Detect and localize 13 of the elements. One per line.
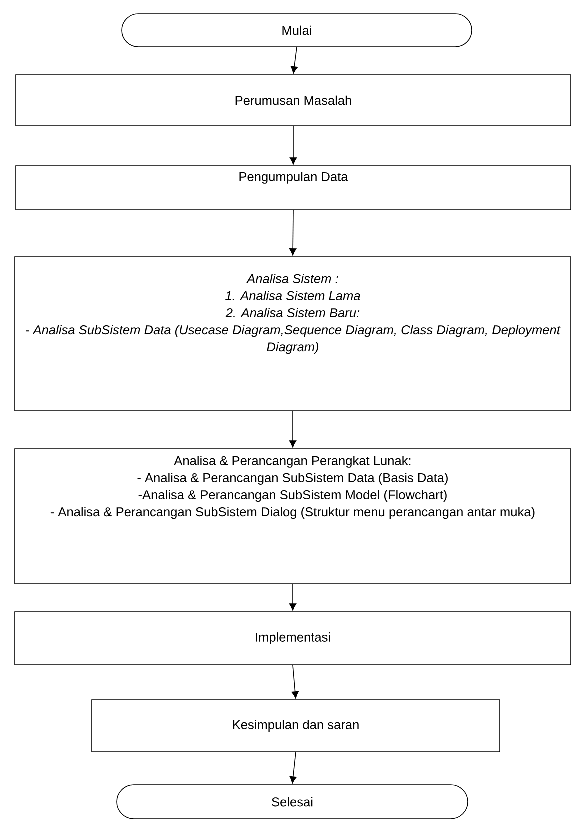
process-box: Kesimpulan dan saran — [92, 700, 500, 752]
arrow — [292, 665, 299, 699]
arrow — [289, 584, 297, 611]
process-box: Analisa & Perancangan Perangkat Lunak: - Analisa & Perancangan SubSistem Data (Basis Data) -Analisa & Perancangan SubSistem Model (Flowchart) - Analisa & Perancangan SubSistem Dialog (Struktur menu perancangan antar muka) — [14, 448, 572, 584]
process-box: Implementasi — [14, 612, 572, 666]
process-box: Analisa Sistem : 1. Analisa Sistem Lama 2. Analisa Sistem Baru: - Analisa SubSistem Data (Usecase Diagram,Sequence Diagram, Class Diagram, Deployment Diagram) — [14, 256, 572, 412]
arrow — [290, 210, 297, 256]
process-box: Pengumpulan Data — [16, 166, 572, 210]
arrow — [290, 126, 298, 165]
arrow — [289, 411, 297, 448]
arrow — [290, 752, 297, 784]
arrow — [290, 47, 298, 74]
process-box: Perumusan Masalah — [16, 74, 572, 126]
